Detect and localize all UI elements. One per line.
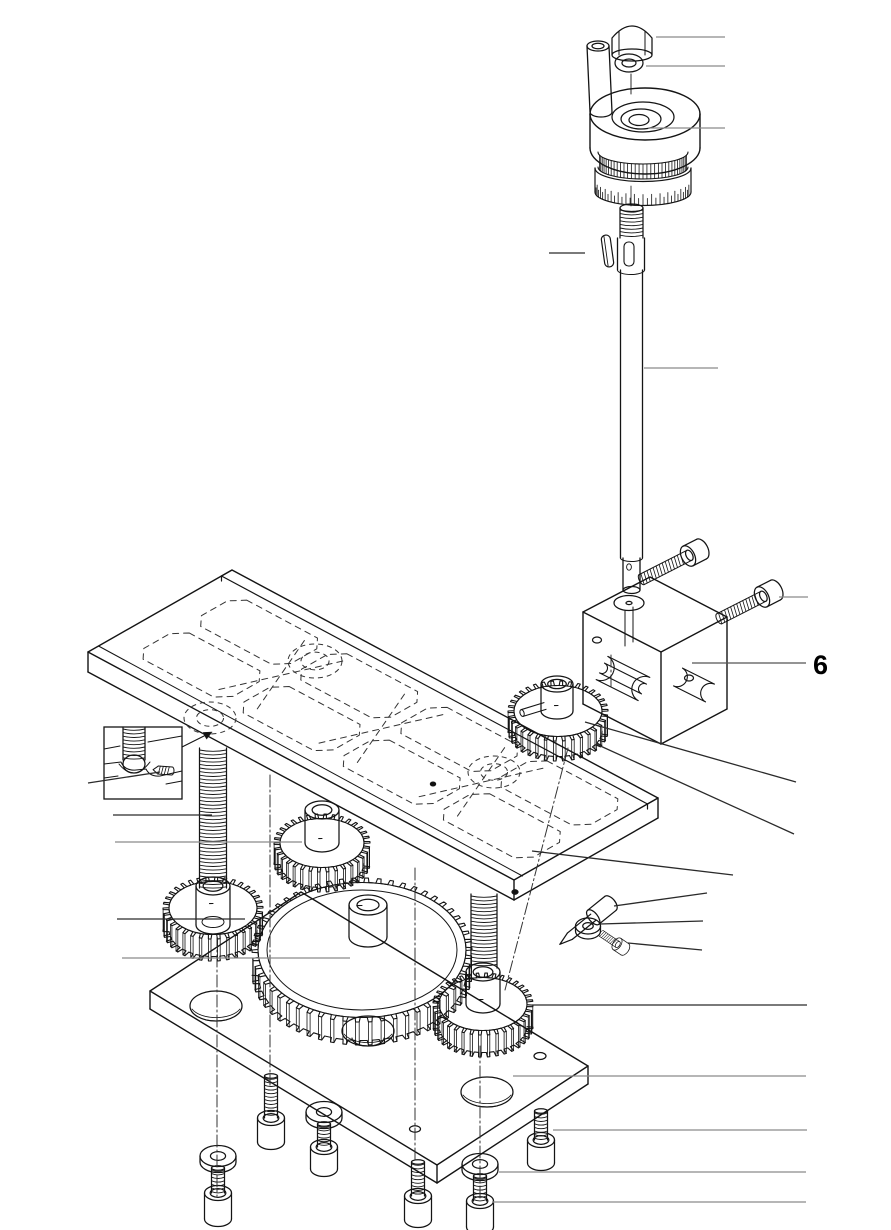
cap-nut <box>611 25 653 62</box>
lead-screw-left <box>198 747 228 889</box>
handle-pin <box>586 40 613 118</box>
block-screw-lower <box>715 579 784 625</box>
base-washers <box>199 1100 499 1182</box>
block-screw-upper <box>637 538 710 586</box>
leader-line <box>599 920 704 925</box>
gear-middle-body <box>273 813 371 893</box>
leader-line <box>531 850 734 876</box>
center-lines <box>216 654 612 1199</box>
leader-lines <box>87 36 808 1203</box>
handwheel <box>589 87 701 175</box>
drive-gear <box>507 675 609 762</box>
pointer-screw <box>598 930 631 956</box>
leader-line <box>627 942 703 951</box>
bearing-block <box>582 576 728 745</box>
drive-gear-body <box>507 680 609 762</box>
leader-line <box>584 721 797 783</box>
gear-right <box>432 962 534 1058</box>
pointer-washer <box>574 917 602 940</box>
base-screws <box>203 1073 556 1230</box>
gear-large-body <box>251 877 473 1046</box>
detail-inset <box>103 726 213 800</box>
top-washer <box>614 53 644 95</box>
leader-line <box>613 892 708 907</box>
gear-large <box>251 877 473 1047</box>
callout-6-label: 6 <box>813 650 828 680</box>
woodruff-key <box>600 234 615 268</box>
leader-line <box>595 743 795 835</box>
base-plate <box>149 891 589 1184</box>
spindle-shaft <box>616 203 646 595</box>
pointer-pin <box>559 895 618 945</box>
leader-line <box>87 771 161 784</box>
table-plate <box>87 569 659 901</box>
gear-right-body <box>432 972 534 1058</box>
lead-screw-right <box>470 893 498 969</box>
graduated-dial <box>594 151 692 207</box>
